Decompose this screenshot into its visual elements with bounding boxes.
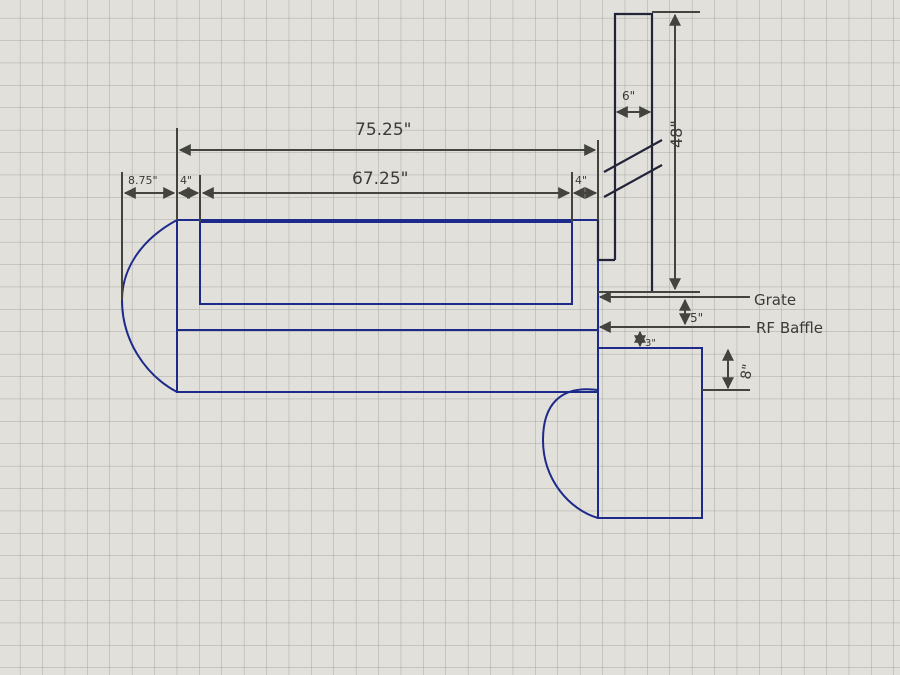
dim-overall-length: 75.25" [355, 120, 412, 140]
break-mark [603, 139, 663, 173]
firebox-dome [541, 388, 599, 519]
label-rf-baffle: RF Baffle [756, 319, 823, 337]
dim-right-wall: 4" [575, 174, 587, 187]
chimney [596, 11, 700, 293]
dim-chimney-width: 6" [622, 89, 635, 103]
dimension-lines [121, 13, 750, 391]
dim-chimney-height: 48" [667, 120, 686, 148]
label-grate: Grate [754, 291, 796, 309]
dim-baffle-gap: 3" [645, 338, 656, 349]
break-mark [603, 164, 663, 198]
firebox [541, 347, 703, 519]
dim-firebox-offset: 8" [738, 363, 756, 381]
dim-inner-length: 67.25" [352, 169, 409, 189]
dim-dome-depth: 8.75" [128, 174, 158, 187]
dim-left-wall: 4" [180, 174, 192, 187]
dim-grate-to-baffle: 5" [690, 311, 703, 325]
